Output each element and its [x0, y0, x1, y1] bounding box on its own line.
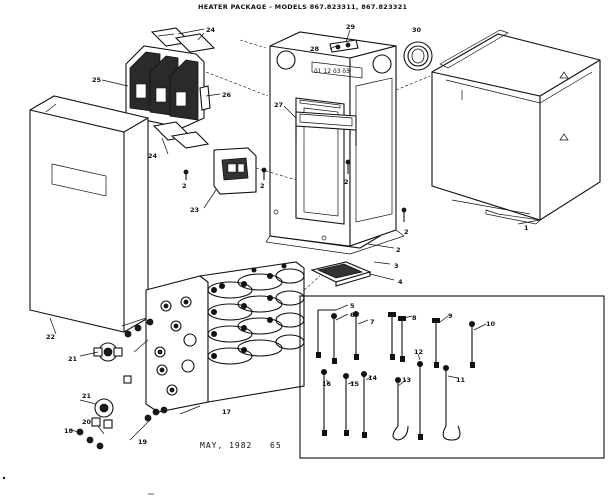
callout-19: 19 [138, 438, 148, 446]
explode-lines [205, 39, 431, 291]
duct-ring [403, 41, 433, 71]
callout-17: 17 [222, 408, 231, 416]
callout-13: 13 [402, 376, 411, 384]
wire-kit-box [299, 295, 605, 459]
callout-30: 30 [412, 26, 422, 34]
callout-18: 18 [64, 427, 74, 435]
callout-16: 16 [322, 380, 332, 388]
mounting-bracket [295, 111, 357, 146]
circuit-breakers [125, 45, 211, 129]
breaker-clips-top [150, 27, 216, 53]
front-cover-panel [29, 95, 149, 333]
callout-6: 6 [350, 311, 355, 319]
callout-2d: 2 [344, 178, 349, 186]
callout-labels: 1 2 2 2 2 2 3 4 5 6 7 8 9 10 11 12 13 14… [46, 23, 529, 446]
callout-29: 29 [346, 23, 356, 31]
callout-21a: 21 [68, 355, 78, 363]
callout-23: 23 [190, 206, 199, 214]
callout-2b: 2 [182, 182, 187, 190]
callout-28: 28 [310, 45, 320, 53]
sequencer-relay [213, 147, 257, 195]
callout-2c: 2 [260, 182, 265, 190]
date-code: MAY, 1982 [200, 441, 252, 450]
heater-housing: ö1 12 ö3 ö3 [265, 31, 405, 255]
callout-2a: 2 [396, 246, 401, 254]
callout-3: 3 [394, 262, 399, 270]
callout-7: 7 [370, 318, 375, 326]
callout-5: 5 [350, 302, 355, 310]
callout-25: 25 [92, 76, 102, 84]
callout-12: 12 [414, 348, 423, 356]
callout-24a: 24 [206, 26, 216, 34]
callout-15: 15 [350, 380, 360, 388]
breaker-clips-bottom [152, 121, 210, 149]
callout-14: 14 [368, 374, 378, 382]
callout-11: 11 [456, 376, 466, 384]
callout-4: 4 [398, 278, 403, 286]
callout-10: 10 [486, 320, 496, 328]
sheet-code: 65 [270, 441, 282, 450]
callout-20: 20 [82, 418, 92, 426]
callout-24b: 24 [148, 152, 158, 160]
scan-mark [2, 476, 6, 480]
cabinet-cover [431, 29, 601, 225]
housing-label-text: ö1 12 ö3 ö3 [314, 68, 350, 75]
callout-26: 26 [222, 91, 232, 99]
callout-22: 22 [46, 333, 55, 341]
terminal-block [329, 39, 359, 53]
leader-lines [49, 28, 541, 441]
callout-8: 8 [412, 314, 417, 322]
screws [183, 159, 407, 222]
callout-21b: 21 [82, 392, 92, 400]
callout-27: 27 [274, 101, 283, 109]
limit-switch-upper [93, 318, 154, 384]
callout-1: 1 [524, 224, 529, 232]
terminal-board [310, 261, 372, 287]
callout-2e: 2 [404, 228, 409, 236]
diagram-title: HEATER PACKAGE - MODELS 867.823311, 867.… [198, 3, 408, 11]
limit-switch-lower [76, 398, 168, 450]
heating-element-assembly [145, 261, 305, 413]
callout-9: 9 [448, 312, 453, 320]
